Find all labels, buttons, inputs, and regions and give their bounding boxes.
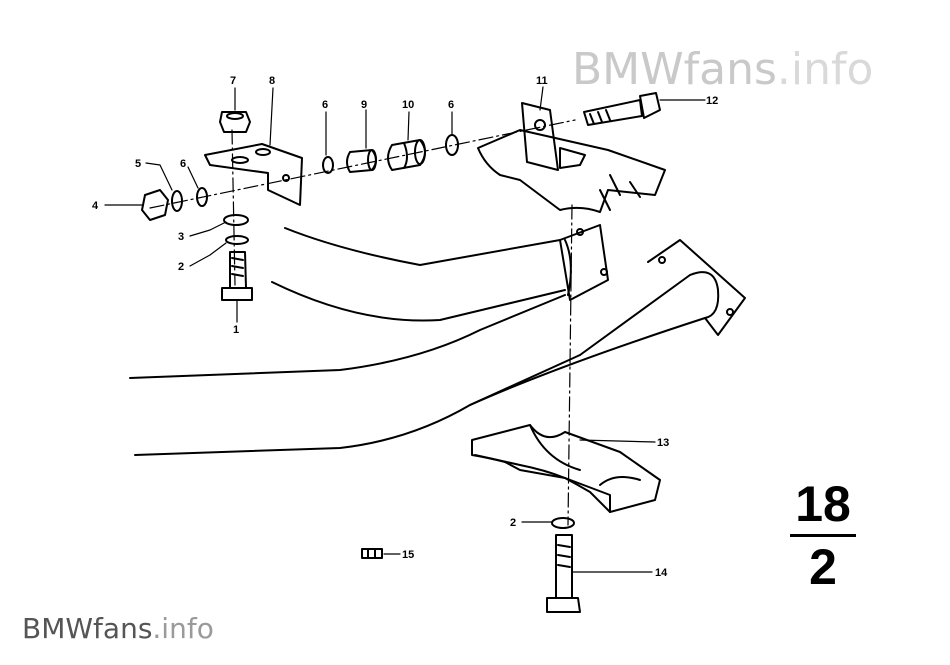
- watermark-brand-bl: BMWfans: [22, 612, 153, 645]
- watermark-suffix: .info: [776, 44, 874, 95]
- clip-part-15: [362, 549, 382, 558]
- crossmember-tube-left: [130, 225, 608, 455]
- callout-6b: 6: [322, 99, 328, 111]
- callout-6a: 6: [180, 158, 186, 170]
- washer-part-5: [172, 191, 182, 211]
- bolt-part-14: [547, 535, 580, 612]
- watermark-top-right: BMWfans.info: [572, 44, 873, 95]
- callout-8: 8: [269, 75, 275, 87]
- callout-5: 5: [135, 158, 141, 170]
- callout-1: 1: [233, 324, 239, 336]
- callout-3: 3: [178, 231, 184, 243]
- watermark-bottom-left: BMWfans.info: [22, 612, 214, 645]
- bolt-part-12: [584, 93, 660, 125]
- washer-part-2b: [552, 518, 574, 528]
- bolt-part-1: [222, 252, 252, 300]
- callout-2b: 2: [510, 517, 516, 529]
- upper-bracket: [478, 103, 665, 212]
- group-number-top: 18: [795, 476, 851, 532]
- callout-4: 4: [92, 200, 99, 212]
- watermark-suffix-bl: .info: [152, 612, 214, 645]
- callout-13: 13: [657, 437, 669, 449]
- washer-part-3: [224, 215, 248, 225]
- group-number-divider: [790, 534, 856, 537]
- callout-12: 12: [706, 95, 718, 107]
- lower-clamp-part-13: [472, 425, 660, 512]
- callout-15: 15: [402, 549, 414, 561]
- bracket-part-8: [205, 144, 302, 205]
- callout-labels: 1 2 3 4 5 6 7 8 6 9 10 6 11 12 13 2 14 1…: [92, 75, 718, 579]
- callout-14: 14: [655, 567, 668, 579]
- callout-2a: 2: [178, 261, 184, 273]
- callout-9: 9: [361, 99, 367, 111]
- nut-part-4: [142, 190, 168, 220]
- callout-6c: 6: [448, 99, 454, 111]
- washer-part-6a: [323, 157, 333, 173]
- watermark-brand: BMWfans: [572, 44, 777, 95]
- nut-part-7: [220, 112, 250, 132]
- leader-lines: [105, 87, 705, 572]
- group-number: 18 2: [790, 476, 856, 593]
- washer-part-2a: [226, 236, 248, 244]
- callout-7: 7: [230, 75, 236, 87]
- group-number-bottom: 2: [809, 539, 837, 595]
- callout-10: 10: [402, 99, 414, 111]
- callout-11: 11: [536, 75, 548, 87]
- spacer-part-9: [347, 150, 376, 172]
- crossmember-tube-right: [470, 240, 745, 405]
- washer-part-6b: [197, 188, 207, 206]
- bushing-part-10: [388, 140, 425, 170]
